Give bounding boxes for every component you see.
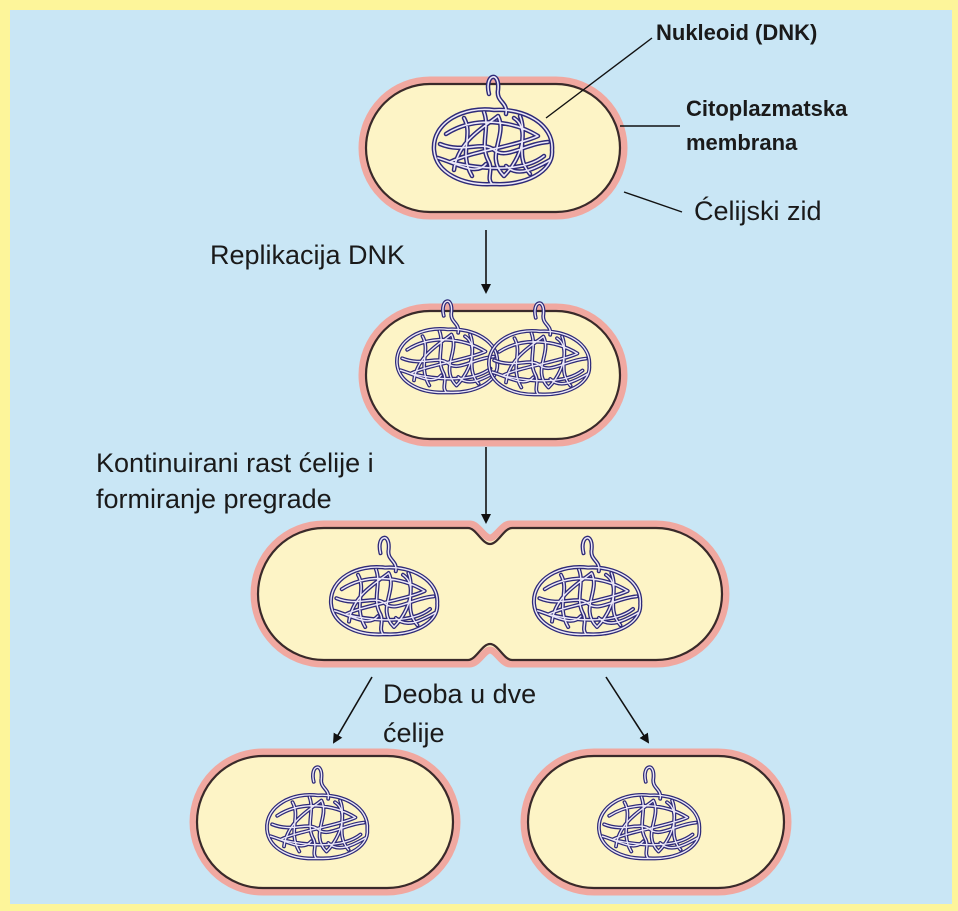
arrow-division-left [334, 677, 372, 742]
label-cell-wall: Ćelijski zid [694, 196, 822, 227]
label-nucleoid: Nukleoid (DNK) [656, 20, 817, 46]
label-division-line2: ćelije [383, 718, 445, 749]
label-replication: Replikacija DNK [210, 240, 405, 271]
label-growth-line1: Kontinuirani rast ćelije i [96, 448, 374, 479]
cell-initial [362, 77, 624, 216]
cell-daughter-left [193, 752, 457, 892]
label-growth-line2: formiranje pregrade [96, 484, 332, 515]
label-division-line1: Deoba u dve [383, 679, 536, 710]
cell-daughter-right [524, 752, 788, 892]
label-membrane-line2: membrana [686, 130, 797, 156]
arrow-division-right [606, 677, 648, 742]
cell-dividing [254, 524, 726, 664]
cell-replicated [362, 301, 624, 443]
pointer-cell-wall [624, 192, 682, 212]
label-membrane-line1: Citoplazmatska [686, 96, 847, 122]
